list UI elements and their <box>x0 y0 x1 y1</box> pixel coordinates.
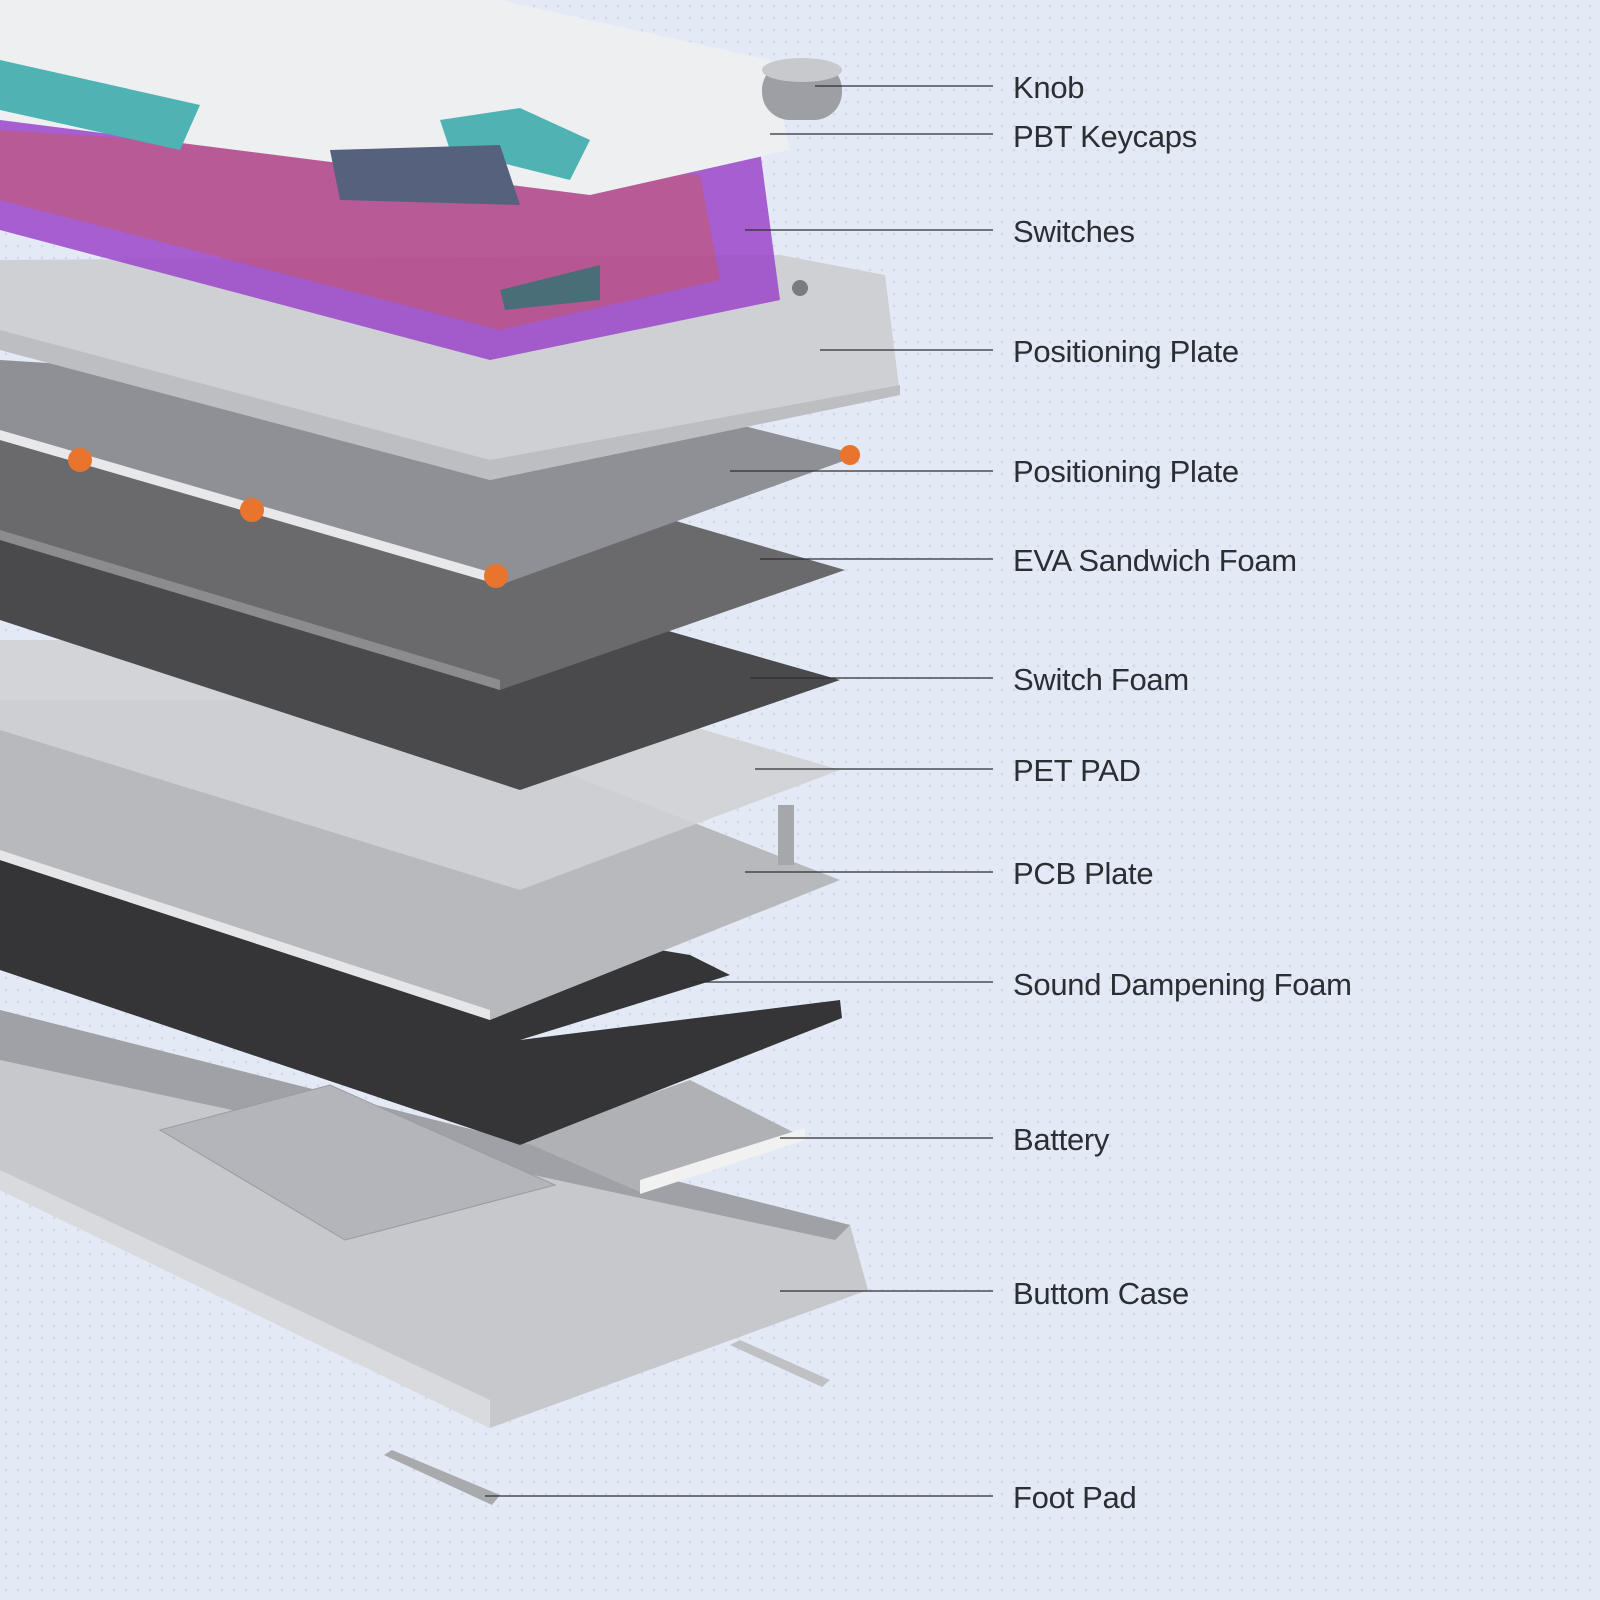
label-eva-sandwich-foam: EVA Sandwich Foam <box>1013 543 1297 578</box>
label-pcb-plate: PCB Plate <box>1013 856 1154 891</box>
eva-foam-part <box>0 440 845 690</box>
keycaps-part <box>0 0 790 205</box>
pet-pad-part <box>0 640 840 890</box>
battery-part <box>520 1080 805 1194</box>
label-buttom-case: Buttom Case <box>1013 1276 1189 1311</box>
leader-lines <box>485 85 993 1497</box>
label-positioning-plate: Positioning Plate <box>1013 454 1239 489</box>
label-pet-pad: PET PAD <box>1013 753 1141 788</box>
label-switch-foam: Switch Foam <box>1013 662 1189 697</box>
label-sound-dampening-foam: Sound Dampening Foam <box>1013 967 1352 1002</box>
label-pbt-keycaps: PBT Keycaps <box>1013 119 1197 154</box>
label-knob: Knob <box>1013 70 1085 105</box>
label-foot-pad: Foot Pad <box>1013 1480 1137 1515</box>
foot-pad-part <box>384 1450 500 1505</box>
knob-part <box>762 58 842 120</box>
label-positioning-plate-top: Positioning Plate <box>1013 334 1239 369</box>
label-battery: Battery <box>1013 1122 1110 1157</box>
label-switches: Switches <box>1013 214 1135 249</box>
